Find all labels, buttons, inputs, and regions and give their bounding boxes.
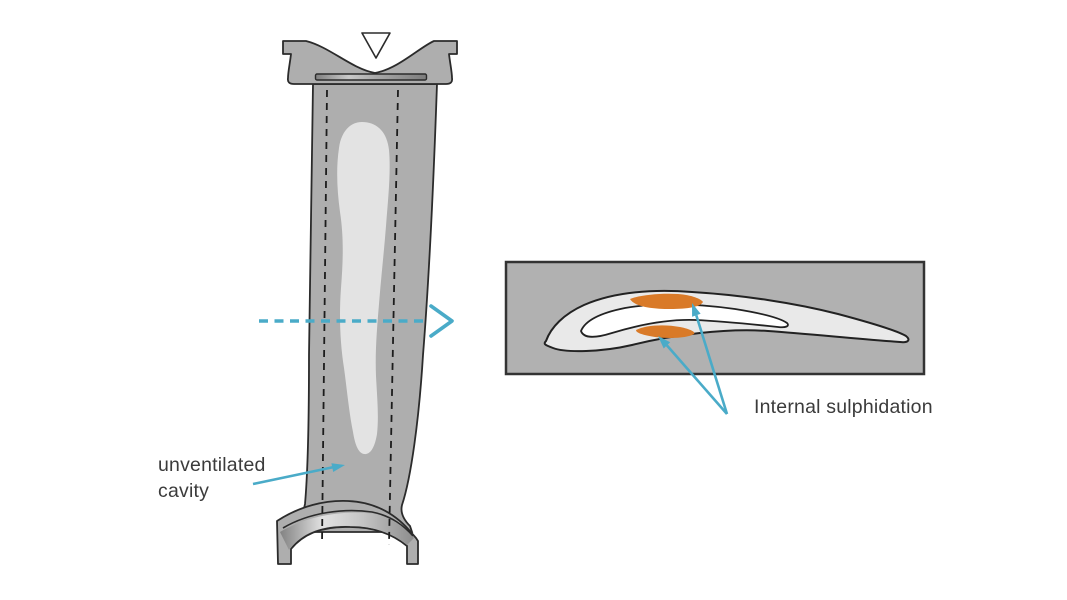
sulphidation-pointer-line-upper — [695, 314, 729, 415]
sulphidation-pointer-line-lower — [665, 344, 728, 415]
root-platform-bar — [314, 73, 428, 81]
unventilated-cavity-label-line2: cavity — [158, 480, 209, 502]
cavity-blob — [337, 122, 390, 455]
cross-section-figure: Internal sulphidation — [504, 260, 933, 418]
cavity-label-pointer — [252, 463, 345, 486]
unventilated-cavity-label-line1: unventilated — [158, 454, 266, 476]
platform-fillet-line — [282, 509, 414, 537]
section-arrow-chevron-icon — [429, 304, 454, 338]
platform-face-highlight — [280, 512, 414, 550]
root-silhouette — [282, 40, 458, 85]
internal-sulphidation-label: Internal sulphidation — [754, 396, 933, 418]
sulphidation-patch-upper — [630, 293, 703, 309]
blade-platform — [276, 500, 419, 565]
sulphidation-pointer-arrowhead-lower-icon — [658, 336, 671, 349]
blade-side-view-figure: unventilated cavity — [158, 32, 458, 565]
section-cut-arrow — [259, 304, 454, 338]
cavity-pointer-line — [252, 465, 335, 486]
sulphidation-patch-lower — [636, 325, 695, 338]
dashed-line-right — [388, 89, 399, 546]
datum-triangle-icon — [361, 32, 391, 59]
sulphidation-pointers — [658, 303, 729, 415]
blade-root — [282, 40, 458, 85]
sulphidation-pointer-arrowhead-upper-icon — [692, 303, 701, 317]
cavity-pointer-arrowhead-icon — [331, 463, 345, 472]
